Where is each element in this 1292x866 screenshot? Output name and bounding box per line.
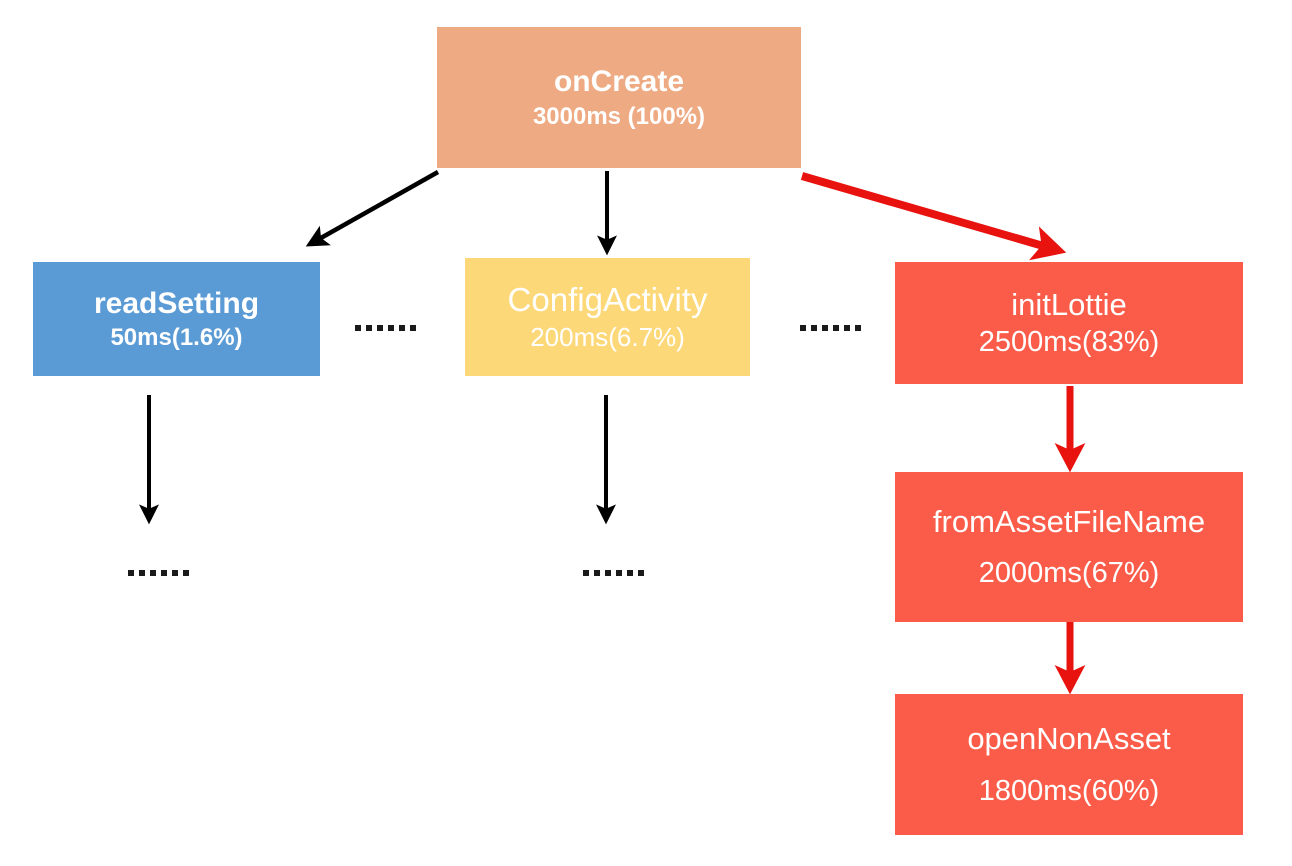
edge-oncreate-initlottie [800,172,1067,261]
edge-oncreate-readsetting [305,170,440,247]
ellipsis-dot [172,570,178,576]
node-configactivity-metric: 200ms(6.7%) [530,322,685,353]
node-opennonasset-title: openNonAsset [967,721,1171,757]
ellipsis-dot [822,325,828,331]
ellipsis-dot [638,570,644,576]
ellipsis-dot [833,325,839,331]
node-fromassetfilename-metric: 2000ms(67%) [978,557,1160,590]
ellipsis-dot [410,325,416,331]
ellipsis-dot [594,570,600,576]
ellipsis-dot [128,570,134,576]
ellipsis-dot [388,325,394,331]
node-readsetting-metric: 50ms(1.6%) [110,323,243,351]
node-opennonasset-metric: 1800ms(60%) [978,774,1160,807]
ellipsis-dot [377,325,383,331]
ellipsis-dot [605,570,611,576]
ellipsis-dot [627,570,633,576]
ellipsis-dot [844,325,850,331]
node-readsetting-title: readSetting [93,287,260,321]
ellipsis-dot [183,570,189,576]
ellipsis-under-readsetting [128,570,189,576]
ellipsis-dot [366,325,372,331]
node-fromassetfilename[interactable]: fromAssetFileName 2000ms(67%) [895,472,1243,622]
ellipsis-under-configactivity [583,570,644,576]
node-opennonasset[interactable]: openNonAsset 1800ms(60%) [895,694,1243,835]
node-oncreate-metric: 3000ms (100%) [532,102,706,130]
node-initlottie-title: initLottie [1011,286,1127,322]
ellipsis-dot [855,325,861,331]
ellipsis-dot [616,570,622,576]
node-oncreate-title: onCreate [553,65,685,99]
ellipsis-dot [811,325,817,331]
node-initlottie-metric: 2500ms(83%) [978,326,1160,359]
ellipsis-dot [399,325,405,331]
ellipsis-dot [355,325,361,331]
node-oncreate[interactable]: onCreate 3000ms (100%) [437,27,801,168]
node-configactivity-title: ConfigActivity [507,281,708,319]
ellipsis-between-readsetting-configactivity [355,325,416,331]
ellipsis-dot [139,570,145,576]
node-fromassetfilename-title: fromAssetFileName [932,503,1206,539]
node-configactivity[interactable]: ConfigActivity 200ms(6.7%) [465,258,750,376]
ellipsis-dot [583,570,589,576]
ellipsis-dot [161,570,167,576]
node-readsetting[interactable]: readSetting 50ms(1.6%) [33,262,320,376]
ellipsis-dot [150,570,156,576]
ellipsis-between-configactivity-initlottie [800,325,861,331]
node-initlottie[interactable]: initLottie 2500ms(83%) [895,262,1243,384]
ellipsis-dot [800,325,806,331]
